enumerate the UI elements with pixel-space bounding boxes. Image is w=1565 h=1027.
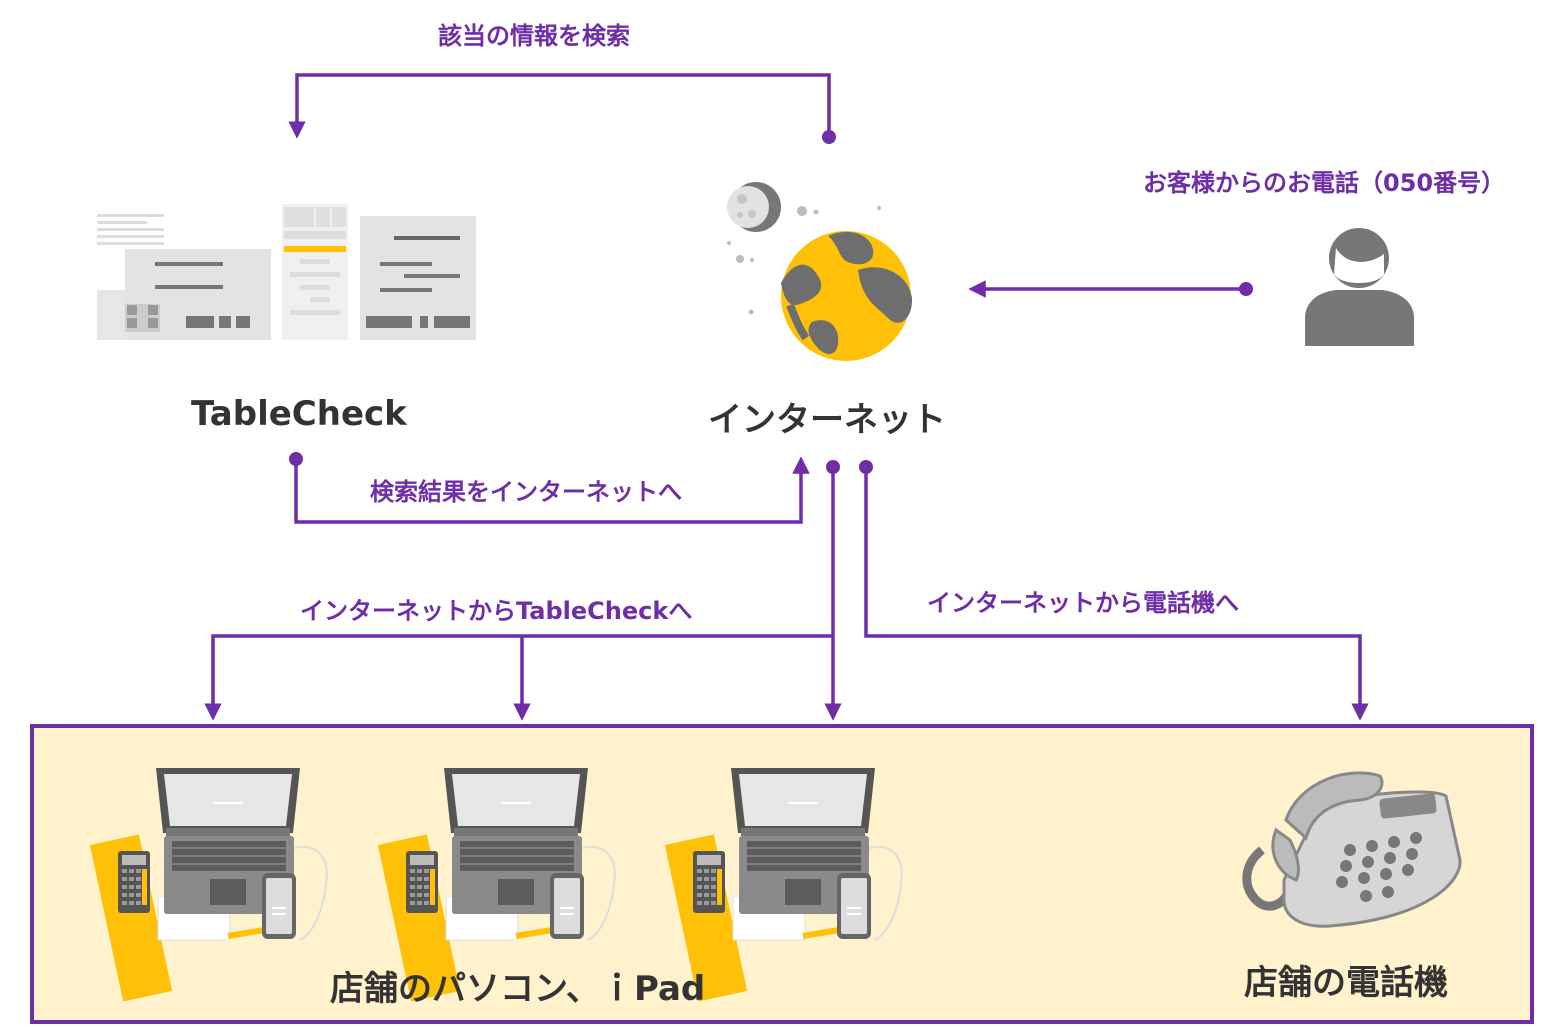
customer-call-label: お客様からのお電話（050番号） (1143, 169, 1506, 197)
tablecheck-label: TableCheck (191, 394, 407, 434)
tablecheck-screens-icon (97, 204, 476, 340)
results-to-internet-label: 検索結果をインターネットへ (370, 478, 682, 506)
internet-to-phone-arrow (864, 467, 1369, 721)
search-info-label: 該当の情報を検索 (438, 22, 630, 50)
results-arrow (294, 456, 810, 524)
stars (727, 206, 881, 315)
globe-icon (781, 231, 913, 361)
internet-to-tablecheck-label: インターネットからTableCheckへ (300, 597, 693, 625)
store-pcs-label: 店舗のパソコン、ｉPad (330, 969, 706, 1009)
connector-dots (289, 130, 1253, 474)
connectors (204, 73, 1369, 721)
telephone-icon (1242, 771, 1462, 928)
internet-label: インターネット (708, 400, 946, 440)
internet-to-pc1-arrow (204, 634, 833, 721)
search-arrow (288, 73, 831, 139)
person-icon (1305, 228, 1414, 346)
moon-icon (727, 182, 781, 232)
internet-to-phone-label: インターネットから電話機へ (927, 589, 1239, 617)
store-phone-label: 店舗の電話機 (1244, 963, 1448, 1003)
